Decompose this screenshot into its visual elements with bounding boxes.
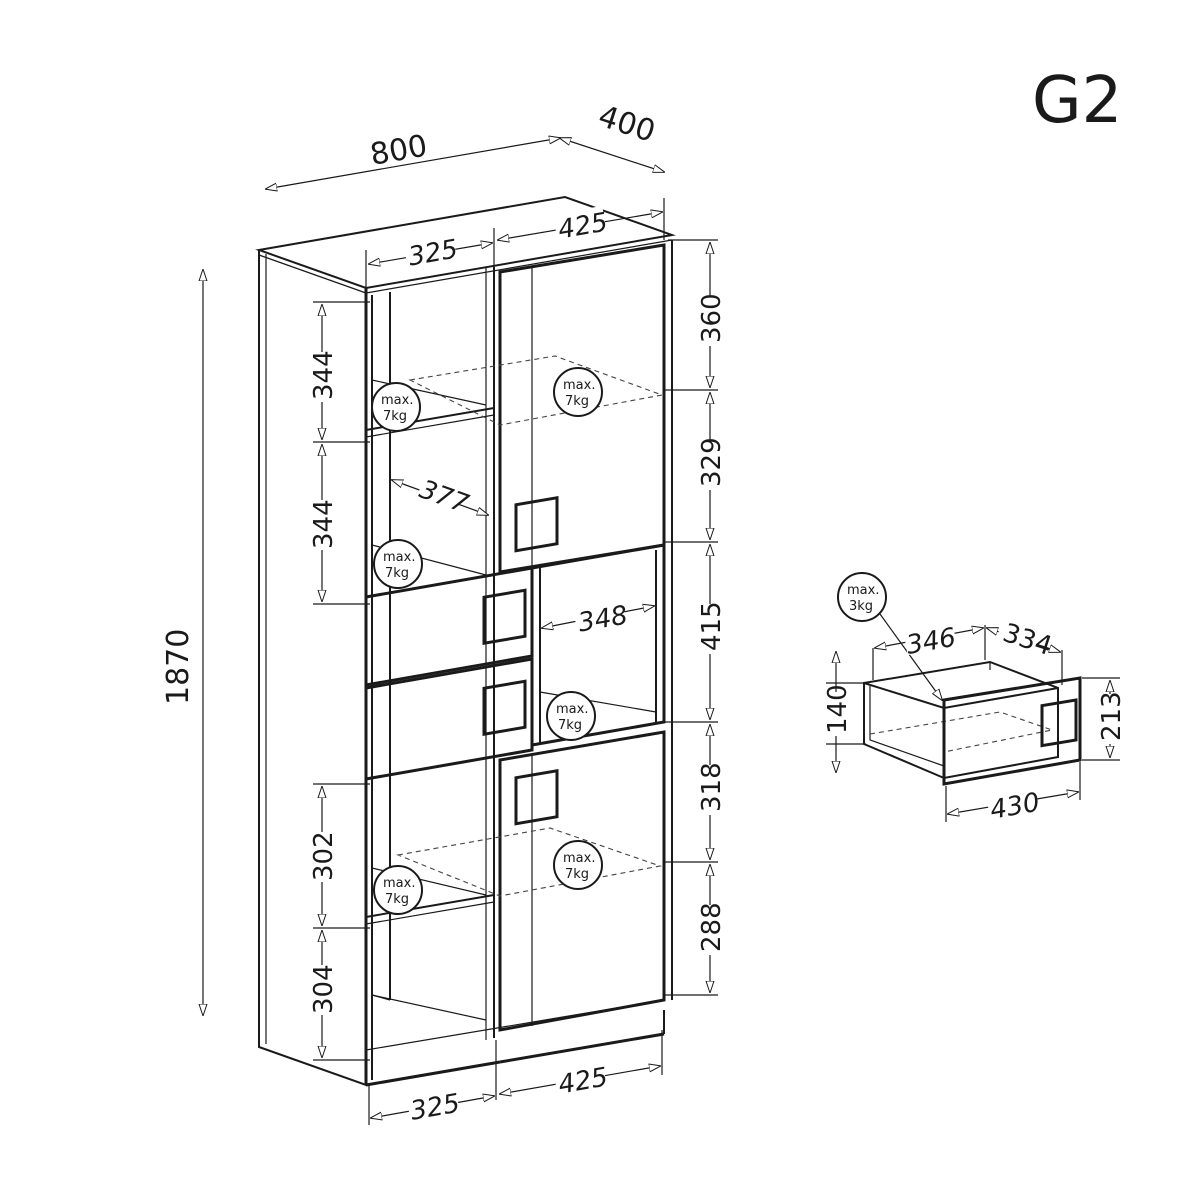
drawer-handle-upper[interactable] bbox=[482, 588, 527, 646]
overall-depth-label: 400 bbox=[594, 99, 659, 150]
load-badge: max. 7kg bbox=[371, 382, 421, 432]
svg-text:max.: max. bbox=[383, 550, 415, 565]
drawer-depth: 334 bbox=[999, 618, 1055, 662]
svg-text:max.: max. bbox=[556, 702, 588, 717]
door-handle-lower[interactable] bbox=[514, 769, 559, 826]
drawer-handle-lower[interactable] bbox=[482, 679, 527, 737]
overall-height-dimension: 1870 bbox=[161, 270, 203, 1015]
inner-dimensions: 377 348 bbox=[392, 471, 654, 639]
load-badge: max. 7kg bbox=[546, 691, 596, 741]
svg-text:max.: max. bbox=[563, 851, 595, 866]
svg-text:7kg: 7kg bbox=[385, 566, 409, 581]
drawer-inner-height: 140 bbox=[823, 684, 853, 734]
right-column bbox=[396, 243, 666, 1032]
bottom-width-dimensions: 325 425 bbox=[368, 1030, 663, 1127]
svg-text:7kg: 7kg bbox=[558, 718, 582, 733]
left-drawers bbox=[364, 566, 534, 781]
drawer-detail-handle[interactable] bbox=[1040, 698, 1078, 748]
model-label: G2 bbox=[1032, 64, 1122, 138]
left-height-4: 304 bbox=[309, 964, 339, 1014]
svg-text:7kg: 7kg bbox=[383, 409, 407, 424]
drawer-front-height: 213 bbox=[1097, 691, 1127, 741]
cabinet-body bbox=[255, 195, 676, 1087]
left-shelf-depth: 377 bbox=[415, 475, 472, 520]
right-height-3: 415 bbox=[697, 601, 727, 651]
load-badge: max. 7kg bbox=[373, 865, 423, 915]
left-height-2: 344 bbox=[309, 499, 339, 549]
left-height-3: 302 bbox=[309, 831, 339, 881]
right-height-5: 288 bbox=[697, 902, 727, 952]
svg-text:max.: max. bbox=[383, 876, 415, 891]
overall-width-label: 800 bbox=[368, 129, 430, 173]
svg-text:7kg: 7kg bbox=[385, 892, 409, 907]
load-badge: max. 7kg bbox=[553, 840, 603, 890]
door-handle-upper[interactable] bbox=[514, 496, 559, 553]
overall-height-label: 1870 bbox=[161, 629, 196, 705]
overall-depth-dimension: 400 bbox=[560, 99, 664, 172]
left-height-dimensions: 344 344 302 304 bbox=[308, 301, 370, 1061]
svg-text:max.: max. bbox=[563, 378, 595, 393]
svg-text:7kg: 7kg bbox=[565, 867, 589, 882]
right-height-2: 329 bbox=[697, 437, 727, 487]
top-width-dimensions: 325 425 bbox=[365, 198, 665, 290]
svg-text:7kg: 7kg bbox=[565, 394, 589, 409]
left-height-1: 344 bbox=[309, 350, 339, 400]
load-badge: max. 7kg bbox=[553, 367, 603, 417]
svg-text:max.: max. bbox=[381, 393, 413, 408]
load-badge: max. 7kg bbox=[373, 539, 423, 589]
drawer-badge-line1: max. bbox=[847, 583, 879, 598]
right-height-1: 360 bbox=[697, 293, 727, 343]
right-height-dimensions: 360 329 415 318 288 bbox=[664, 239, 727, 996]
drawer-detail: max. 3kg 346 334 140 213 430 bbox=[822, 572, 1127, 826]
drawer-badge-line2: 3kg bbox=[849, 599, 873, 614]
right-height-4: 318 bbox=[697, 762, 727, 812]
overall-width-dimension: 800 bbox=[266, 129, 560, 189]
